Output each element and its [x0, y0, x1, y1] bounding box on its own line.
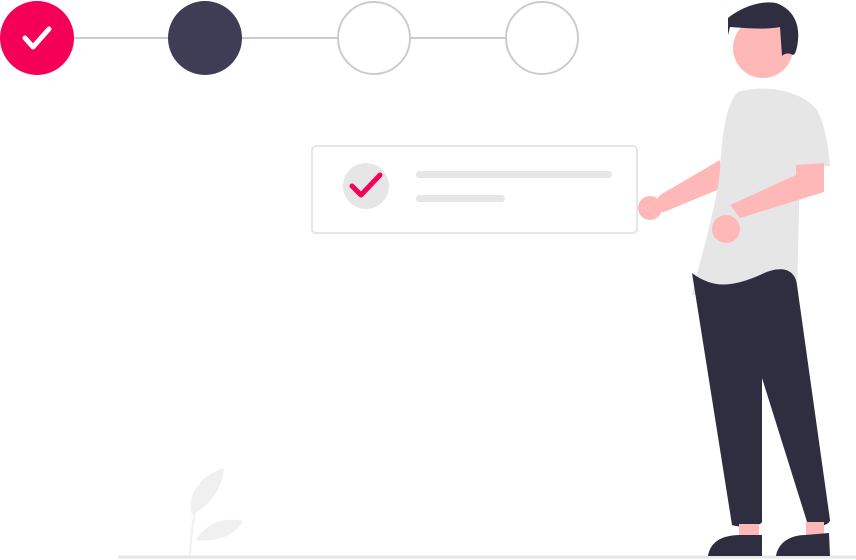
card-line-placeholder: [416, 195, 505, 202]
card-line-placeholder: [416, 171, 612, 178]
step-4-pending: [505, 1, 579, 75]
step-2-current: [168, 1, 242, 75]
plant-decoration: [189, 468, 243, 556]
step-3-pending: [337, 1, 411, 75]
check-icon: [349, 172, 383, 198]
hair: [728, 2, 799, 56]
person-figure: [638, 2, 830, 556]
step-1-completed: [0, 1, 74, 75]
shoe: [708, 535, 762, 556]
task-card: [311, 145, 638, 234]
check-icon: [22, 26, 52, 50]
shoe: [776, 533, 830, 556]
